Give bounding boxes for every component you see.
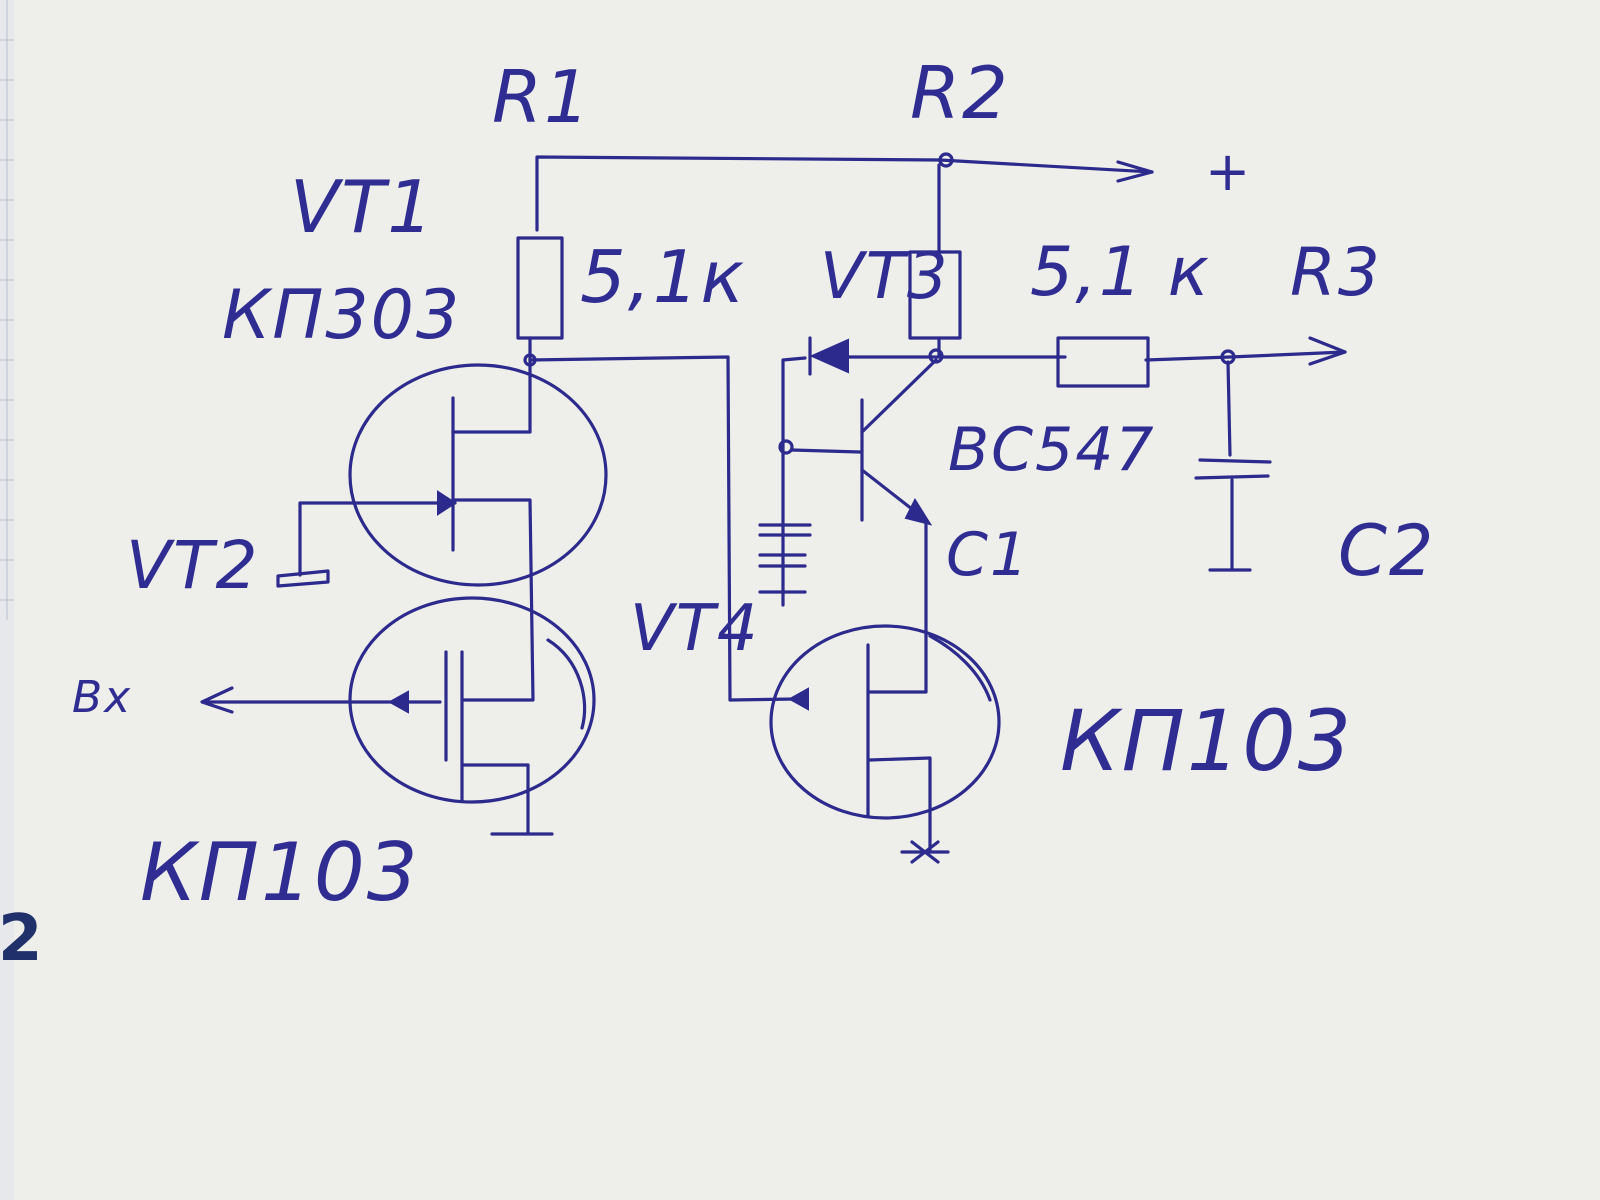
label-r1-value: 5,1к bbox=[580, 235, 746, 319]
label-c2: С2 bbox=[1338, 510, 1435, 592]
edge-digit: 2 bbox=[0, 902, 43, 976]
plus-arrow bbox=[1116, 160, 1154, 183]
label-r3-value: 5,1 к bbox=[1030, 233, 1211, 312]
label-vt1-type: КП303 bbox=[222, 276, 461, 355]
label-vt3: VT3 bbox=[820, 240, 950, 314]
vt3-emitter bbox=[860, 468, 928, 638]
vt3-collector bbox=[860, 358, 938, 434]
resistor-r3 bbox=[1056, 336, 1150, 388]
vt1-gate-lead bbox=[298, 501, 457, 577]
vt4-drain-lead bbox=[868, 634, 928, 694]
input-arrow bbox=[200, 686, 234, 714]
transistor-vt1 bbox=[276, 363, 608, 588]
vt3-emitter-arrow bbox=[904, 497, 933, 526]
c2-plate-top bbox=[1198, 458, 1272, 464]
c2-plate-bottom bbox=[1194, 474, 1270, 480]
transistor-vt2 bbox=[348, 596, 596, 804]
label-vt4: VT4 bbox=[630, 592, 760, 666]
resistor-r1 bbox=[516, 236, 564, 340]
label-vt2-type: КП103 bbox=[140, 826, 420, 919]
transistor-vt4 bbox=[769, 624, 1001, 820]
c2-top-lead bbox=[1226, 360, 1232, 457]
net-r1-vt4-gate bbox=[528, 355, 797, 702]
vt2-source-lead bbox=[460, 763, 530, 834]
label-r1: R1 bbox=[492, 55, 592, 139]
junction-top bbox=[938, 152, 954, 168]
vt4-source-lead bbox=[868, 756, 932, 854]
labels: R1 R2 R3 VT1 КП303 VT2 КП103 VT3 ВС547 V… bbox=[72, 51, 1435, 919]
vt1-vt2-link bbox=[451, 498, 535, 702]
vt1-drain-lead bbox=[451, 358, 532, 434]
diode-left-lead bbox=[781, 356, 807, 577]
label-c1: С1 bbox=[946, 520, 1030, 590]
diode-vt3 bbox=[808, 336, 849, 376]
junction-base bbox=[778, 439, 794, 455]
output-arrow bbox=[1308, 336, 1347, 366]
ground-vt4-cross bbox=[910, 840, 940, 864]
output-wire bbox=[1144, 350, 1347, 362]
label-vt4-type: КП103 bbox=[1060, 692, 1353, 790]
label-input: Вх bbox=[72, 672, 132, 723]
label-plus: + bbox=[1205, 140, 1252, 203]
label-r3: R3 bbox=[1290, 234, 1382, 311]
base-lead bbox=[790, 448, 862, 454]
label-vt1: VT1 bbox=[290, 165, 435, 249]
label-vt2: VT2 bbox=[126, 527, 259, 604]
resistor-r2 bbox=[908, 250, 962, 340]
top-rail bbox=[535, 155, 1154, 232]
label-r2: R2 bbox=[910, 51, 1010, 135]
graph-paper-edge bbox=[0, 0, 14, 1200]
label-vt3-type: ВС547 bbox=[948, 415, 1156, 485]
